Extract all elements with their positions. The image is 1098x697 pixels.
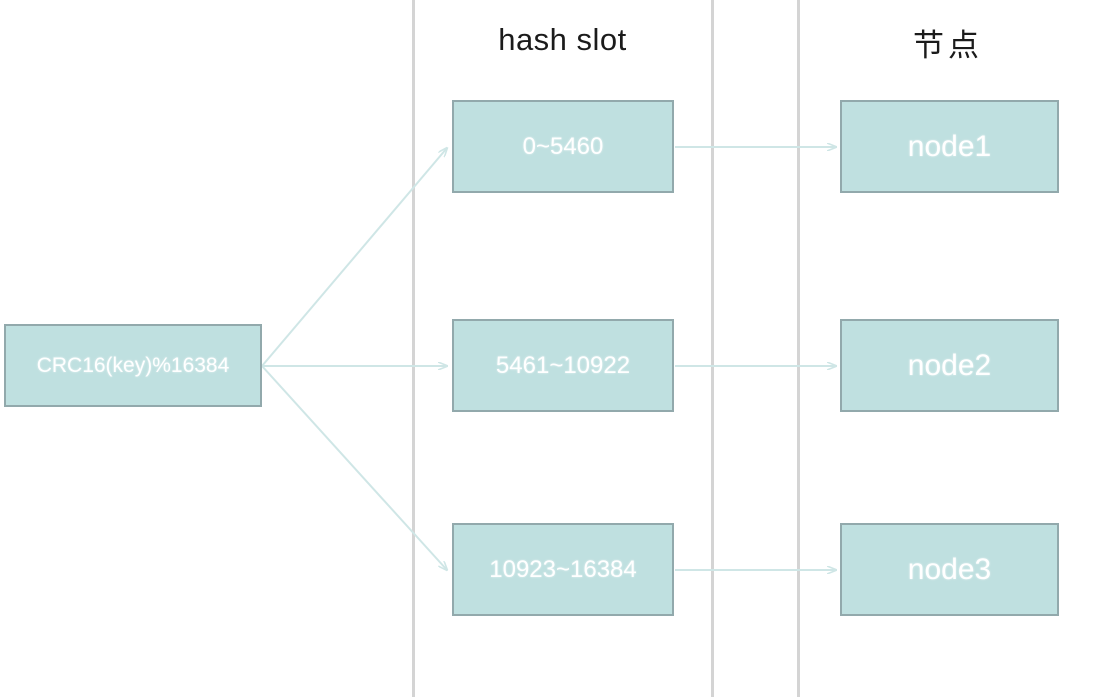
column-header-nodes: 节点 [913,28,983,63]
node-box-3: node3 [840,523,1059,616]
arrow-crc-to-slot-0 [261,148,447,367]
arrow-crc-to-slot-2 [261,365,447,570]
crc16-formula-box: CRC16(key)%16384 [4,324,262,407]
hash-slot-box-0: 0~5460 [452,100,674,193]
node-box-2: node2 [840,319,1059,412]
column-header-hash-slot: hash slot [498,22,627,57]
hash-slot-box-1: 5461~10922 [452,319,674,412]
hash-slot-box-2: 10923~16384 [452,523,674,616]
node-box-1: node1 [840,100,1059,193]
